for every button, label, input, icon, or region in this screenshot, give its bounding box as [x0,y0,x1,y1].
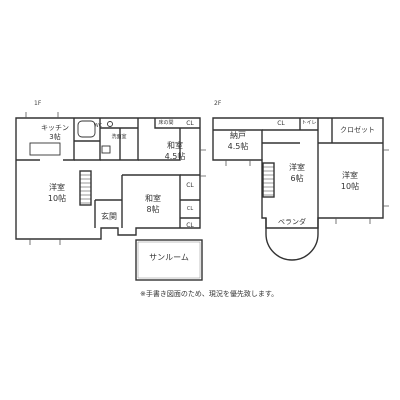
1f-outer-wall [15,117,201,240]
1f-closet4-label: CL [186,222,194,229]
2f-western10-label: 洋室 10帖 [340,171,360,191]
1f-entrance-wall [94,199,122,228]
2f-storage-label: 納戸 4.5帖 [227,131,249,151]
1f-sunroom-wall [135,239,203,281]
2f-western6-label: 洋室 6帖 [289,163,305,183]
2f-toilet-label: トイレ [301,120,317,126]
disclaimer-note: ※手書き図面のため、現況を優先致します。 [140,290,279,298]
1f-closet2-label: CL [186,182,194,189]
1f-western-label: 洋室 10帖 [47,183,67,203]
1f-alcove-label: 床の間 [158,120,174,126]
2f-veranda [265,218,319,261]
1f-sunroom-label: サンルーム [149,253,189,262]
1f-closet-walls [180,174,200,219]
1f-toilet-label: WC [93,123,103,129]
2f-top-row-walls [262,118,383,144]
1f-kitchen-label: キッチン 3帖 [41,124,69,141]
floor-1f-label: 1F [34,100,42,107]
2f-closet1-label: CL [277,120,285,127]
1f-washroom-label: 洗面室 [111,134,127,140]
1f-japanese1-label: 和室 4.5帖 [164,141,186,161]
1f-closet3-label: CL [186,206,194,212]
1f-entrance-label: 玄関 [101,212,117,221]
1f-japanese2-label: 和室 8帖 [145,194,161,214]
2f-room-divider [262,142,319,218]
2f-veranda-label: ベランダ [278,218,306,226]
2f-closet-big-label: クロゼット [340,126,375,134]
1f-japanese1-wall [138,118,200,161]
1f-closet1-label: CL [186,120,194,127]
floor-2f-label: 2F [214,100,222,107]
